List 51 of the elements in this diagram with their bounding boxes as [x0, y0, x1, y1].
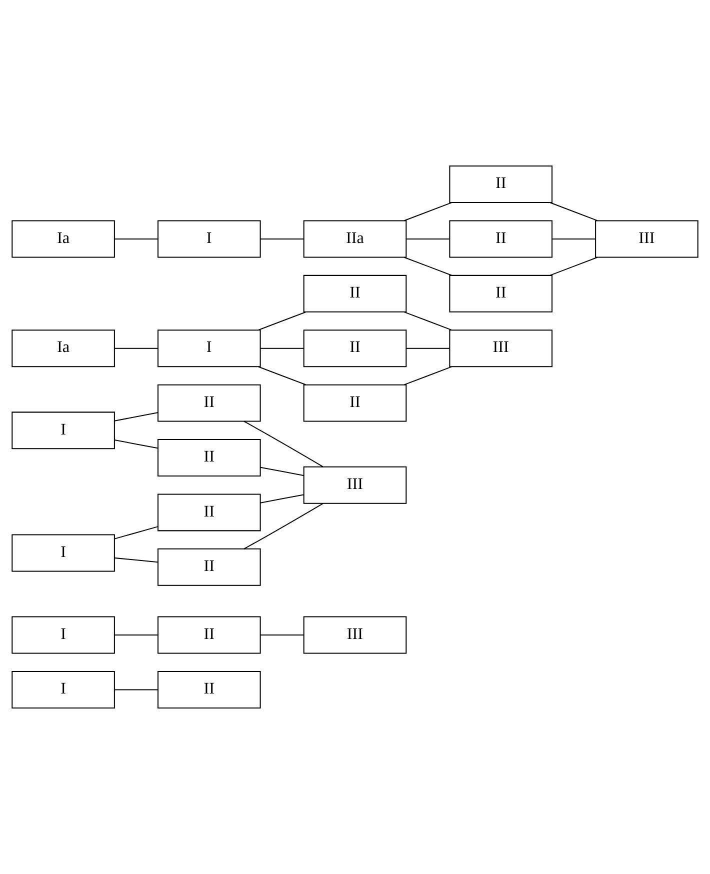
node-box: III — [449, 330, 553, 368]
connector — [260, 494, 304, 504]
node-box: II — [157, 616, 261, 654]
connector — [114, 412, 158, 422]
node-box: III — [595, 220, 698, 258]
node-box: I — [12, 412, 115, 450]
node-box: III — [303, 616, 407, 654]
connector — [114, 557, 158, 563]
node-box: III — [303, 466, 407, 504]
node-box: IIa — [303, 220, 407, 258]
node-box: II — [449, 166, 553, 204]
connector — [550, 202, 598, 222]
connector — [260, 238, 304, 240]
node-box: I — [12, 616, 115, 654]
connector — [404, 256, 452, 276]
node-box: I — [157, 330, 261, 368]
connector — [258, 312, 306, 330]
connector — [406, 238, 450, 240]
connector — [552, 238, 596, 240]
node-box: I — [157, 220, 261, 258]
node-box: II — [157, 670, 261, 708]
connector — [404, 312, 452, 330]
node-box: Ia — [12, 220, 115, 258]
node-box: II — [303, 384, 407, 422]
node-box: II — [303, 274, 407, 312]
connector — [550, 256, 598, 276]
connector — [114, 526, 158, 540]
node-box: II — [157, 494, 261, 532]
connector — [114, 238, 158, 240]
node-box: II — [449, 220, 553, 258]
connector — [260, 348, 304, 349]
connector — [260, 634, 304, 636]
connector — [114, 634, 158, 636]
node-box: II — [157, 384, 261, 422]
node-box: Ia — [12, 330, 115, 368]
connector — [114, 348, 158, 349]
node-box: II — [449, 274, 553, 312]
node-box: I — [12, 534, 115, 572]
connector — [258, 366, 306, 386]
connector — [404, 366, 452, 386]
connector — [260, 466, 304, 476]
connector — [114, 439, 158, 449]
connector — [404, 202, 452, 222]
node-box: II — [157, 548, 261, 586]
connector — [244, 503, 324, 550]
node-box: I — [12, 670, 115, 708]
connector — [244, 420, 324, 468]
node-box: II — [157, 439, 261, 476]
connector — [406, 348, 450, 349]
connector — [114, 689, 158, 690]
node-box: II — [303, 330, 407, 368]
